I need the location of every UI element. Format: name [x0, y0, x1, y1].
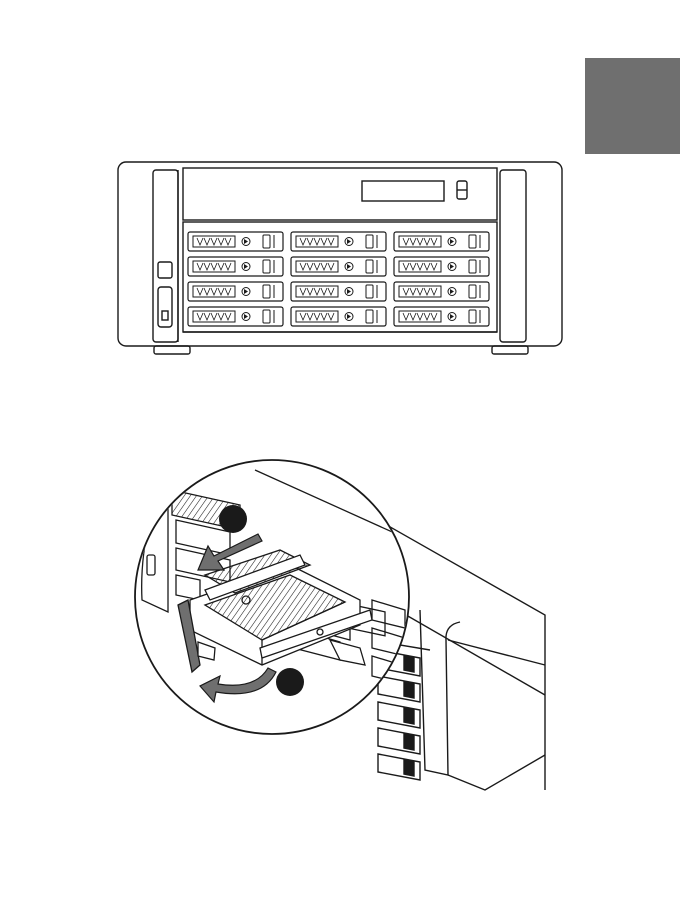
- step-2-marker: [276, 668, 304, 696]
- step-1-marker: [219, 505, 247, 533]
- drive-tray-handle: [404, 734, 414, 750]
- drive-tray-handle: [404, 708, 414, 724]
- drive-tray-handle: [404, 656, 414, 672]
- drive-tray-handle: [404, 760, 414, 776]
- drive-tray-handle: [404, 682, 414, 698]
